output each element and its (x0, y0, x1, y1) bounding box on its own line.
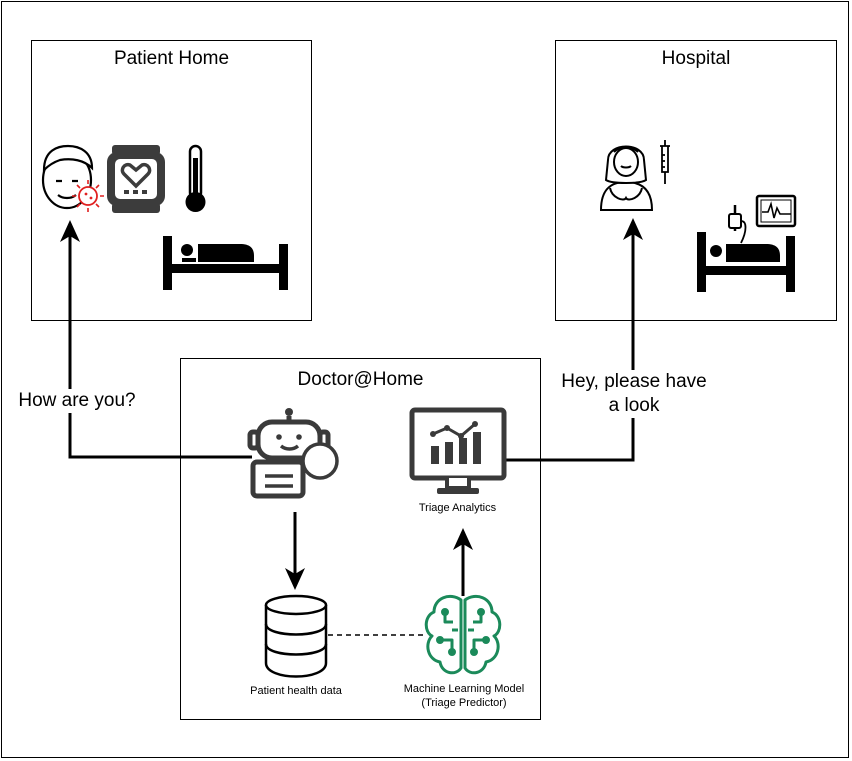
edge-label-how-are-you: How are you? (6, 389, 148, 413)
hospital-bed-icon (697, 205, 795, 292)
thermometer-icon (185, 144, 206, 212)
heart-watch-icon (107, 145, 165, 213)
ml-brain-icon (424, 595, 502, 675)
patient-home-title: Patient Home (113, 48, 230, 69)
patient-health-data-label: Patient health data (250, 685, 342, 697)
heart-monitor-icon (755, 194, 797, 228)
edge-bot-to-database-head (285, 568, 305, 590)
edge-analytics-to-hospital (505, 230, 635, 462)
doctor-home-title: Doctor@Home (297, 369, 424, 390)
sick-person-icon (41, 144, 104, 212)
edge-analytics-to-hospital-head (623, 218, 643, 240)
hospital-title: Hospital (661, 48, 731, 69)
syringe-icon (660, 140, 670, 184)
analytics-monitor-icon (409, 407, 507, 494)
edge-label-please-look: Hey, please have a look (556, 370, 712, 418)
edge-bot-to-patient (68, 232, 252, 459)
nurse-icon (599, 145, 654, 211)
bed-icon (163, 236, 288, 290)
edge-bot-to-patient-head (60, 220, 80, 242)
triage-analytics-label: Triage Analytics (418, 502, 497, 514)
ml-model-label: Machine Learning Model (Triage Predictor… (403, 683, 525, 709)
edge-ml-to-analytics-head (453, 528, 473, 550)
database-icon (264, 594, 328, 678)
chatbot-icon (247, 408, 339, 499)
